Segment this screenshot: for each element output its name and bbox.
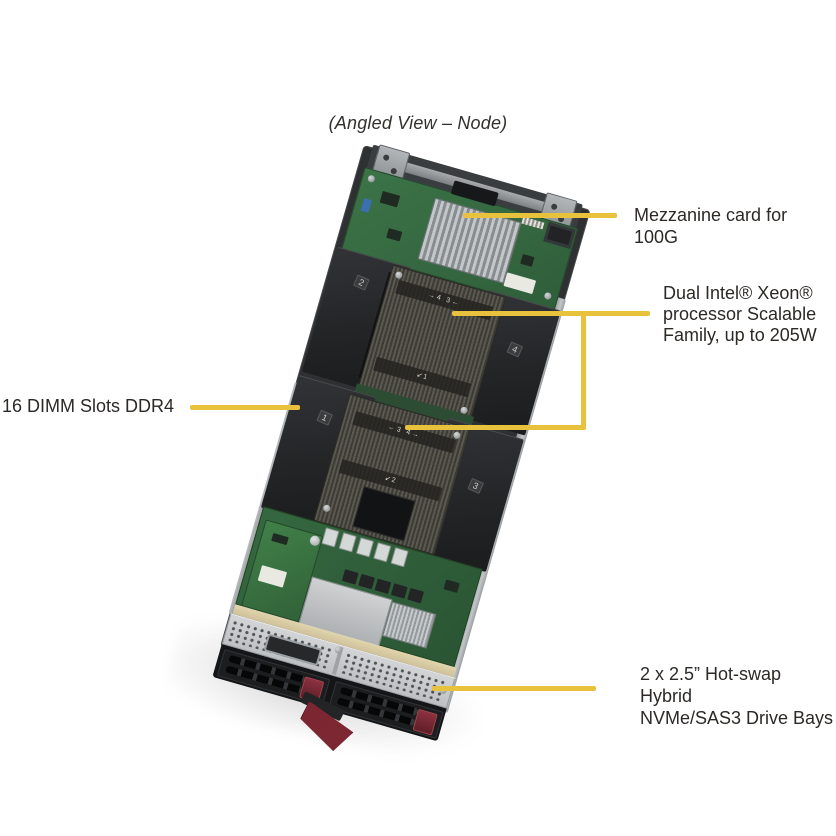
component [355,537,375,558]
label-mezzanine: Mezzanine card for 100G [634,205,788,247]
callout-line-xeon-vertical [581,311,586,430]
server-node-photo: 2 4 →4 3← ↙1 1 3 ←3 4→ ↙2 [212,142,590,730]
shroud-number: 4 [506,341,524,358]
cpu-sticker: ↙1 [373,356,471,398]
component [321,527,340,548]
label-sticker [503,272,537,295]
component [373,542,392,563]
shroud-number: 1 [316,409,334,426]
pin-header [521,216,545,230]
drive-latch-2 [412,708,438,736]
callout-line-mezzanine [463,213,617,218]
label-drive-bays: 2 x 2.5” Hot-swap Hybrid NVMe/SAS3 Drive… [640,664,834,728]
label-dimm: 16 DIMM Slots DDR4 [2,396,175,416]
chip [520,253,535,267]
callout-line-drives [432,686,596,691]
capacitor [360,198,372,213]
chip [386,228,403,242]
chipset-heatsink [382,601,437,649]
chip [390,583,408,599]
shroud-number: 3 [467,477,485,495]
callout-line-xeon-bottom [405,425,586,430]
chip [374,578,392,594]
chip [407,587,425,604]
shroud-number: 2 [352,274,370,291]
chip [379,190,401,208]
label-xeon: Dual Intel® Xeon® processor Scalable Fam… [663,283,817,345]
chip [341,569,359,585]
heatsink-cutout [352,486,416,542]
component [338,532,357,553]
diagram-title: (Angled View – Node) [328,113,508,133]
mezzanine-heatsink [417,197,522,284]
component [390,547,409,568]
chip [358,573,375,590]
callout-line-xeon-top [452,311,650,316]
callout-line-dimm [190,405,300,410]
chip [443,579,460,593]
network-port-100g [543,221,576,249]
chip [271,533,289,546]
label-sticker [257,565,288,588]
